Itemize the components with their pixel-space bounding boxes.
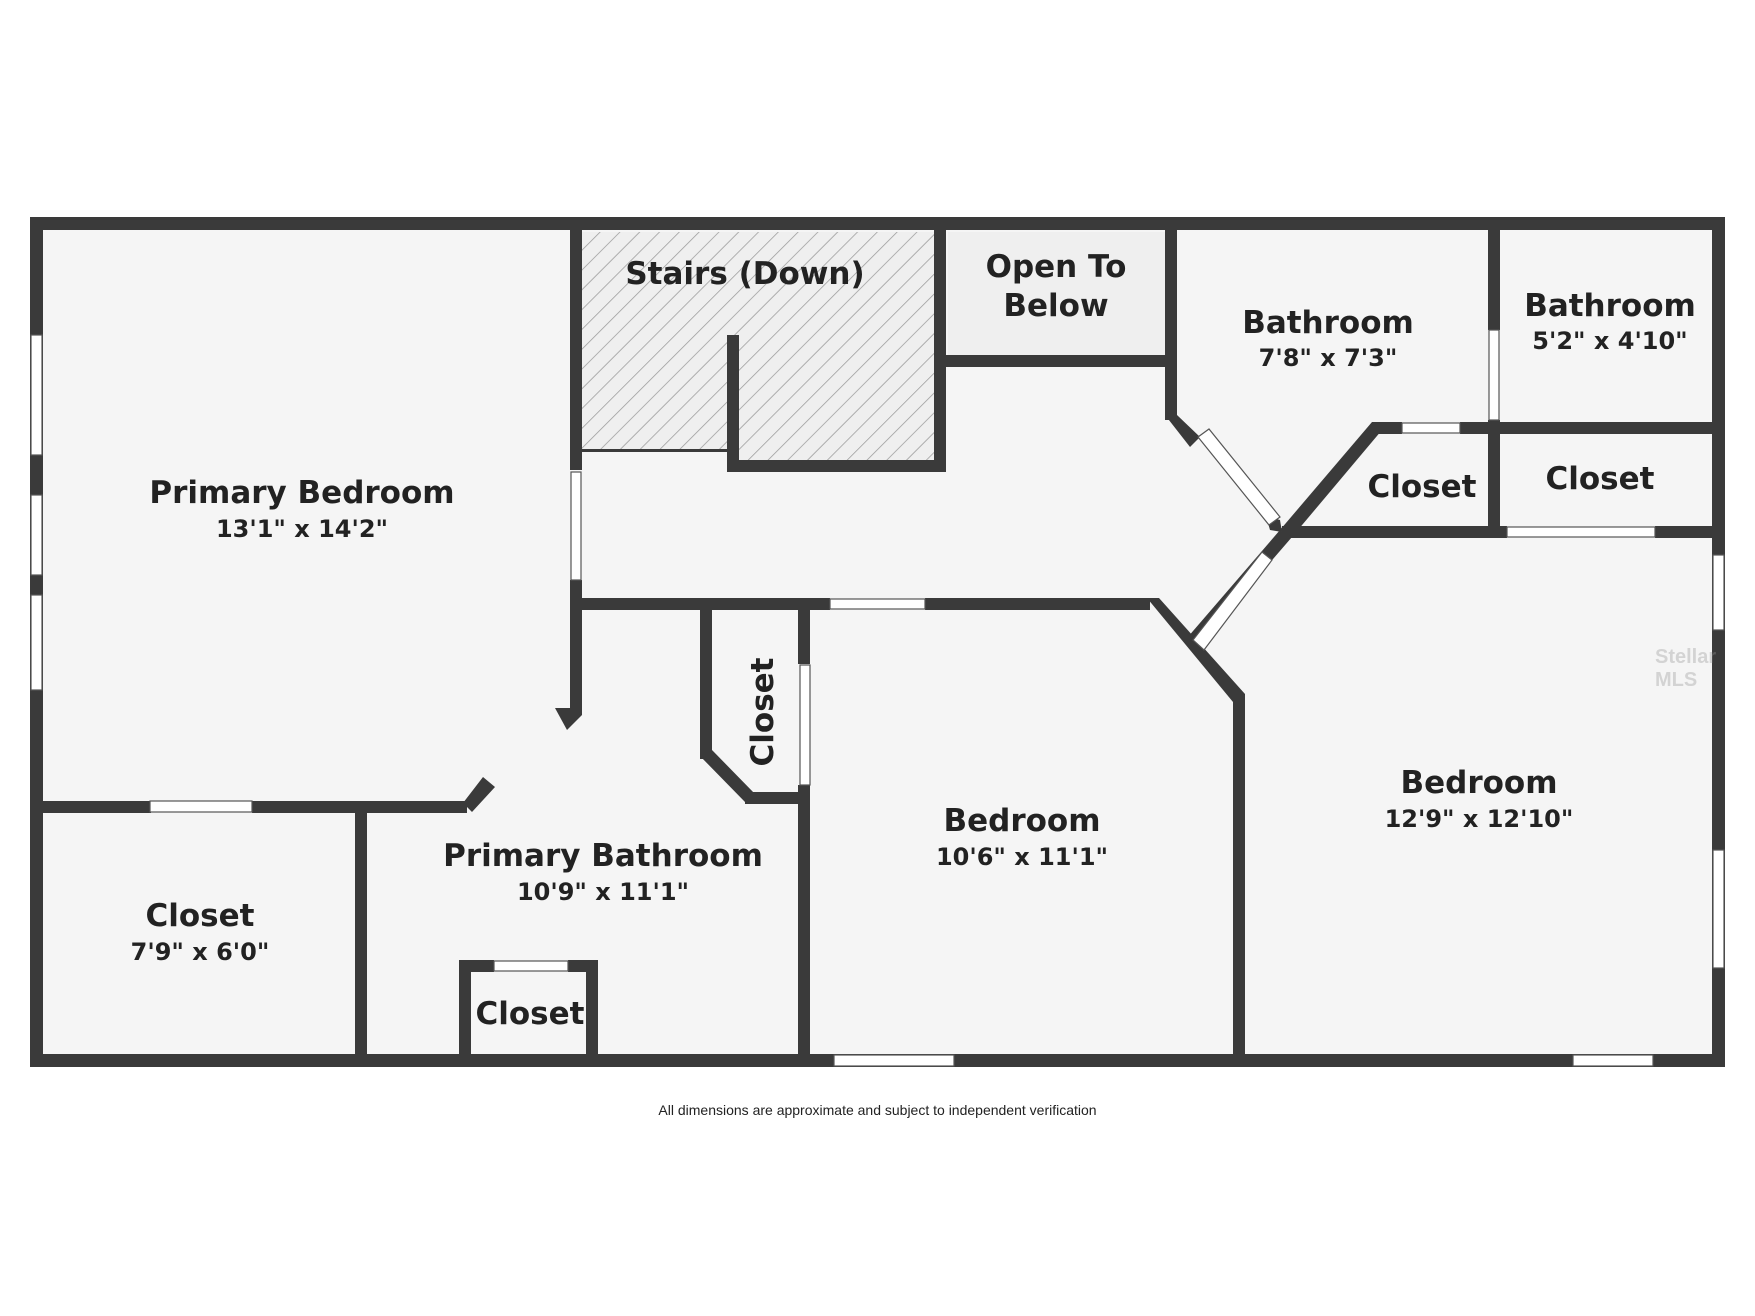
watermark: Stellar MLS <box>1655 646 1717 691</box>
room-dim-primary-bathroom: 10'9" x 11'1" <box>517 878 689 906</box>
open-to-below-area <box>948 232 1166 355</box>
room-name-closet-vertical: Closet <box>745 657 781 766</box>
room-dim-closet-bottom-left: 7'9" x 6'0" <box>131 938 270 966</box>
room-name-stairs: Stairs (Down) <box>625 256 864 292</box>
room-name-bedroom-middle: Bedroom <box>943 803 1100 839</box>
room-dim-bathroom-1: 7'8" x 7'3" <box>1259 344 1398 372</box>
room-dim-bedroom-right: 12'9" x 12'10" <box>1385 805 1574 833</box>
stairs-hatch <box>582 232 934 462</box>
room-name-closet-right: Closet <box>1546 461 1655 497</box>
room-name-bedroom-right: Bedroom <box>1400 765 1557 801</box>
room-name-primary-bedroom: Primary Bedroom <box>149 475 454 511</box>
room-name-open-to-below-1: Open To <box>986 249 1127 285</box>
room-name-closet-hall: Closet <box>1368 469 1477 505</box>
room-name-bathroom-2: Bathroom <box>1524 288 1696 324</box>
room-name-closet-small: Closet <box>476 996 585 1032</box>
room-dim-bedroom-middle: 10'6" x 11'1" <box>936 843 1108 871</box>
room-labels: Primary Bedroom 13'1" x 14'2" Stairs (Do… <box>131 249 1696 1032</box>
room-name-bathroom-1: Bathroom <box>1242 305 1414 341</box>
room-dim-bathroom-2: 5'2" x 4'10" <box>1532 327 1687 355</box>
room-name-open-to-below-2: Below <box>1003 288 1108 324</box>
room-name-primary-bathroom: Primary Bathroom <box>443 838 763 874</box>
windows <box>30 329 1725 1067</box>
room-dim-primary-bedroom: 13'1" x 14'2" <box>216 515 388 543</box>
disclaimer-footer: All dimensions are approximate and subje… <box>658 1102 1097 1118</box>
room-name-closet-bottom-left: Closet <box>146 898 255 934</box>
